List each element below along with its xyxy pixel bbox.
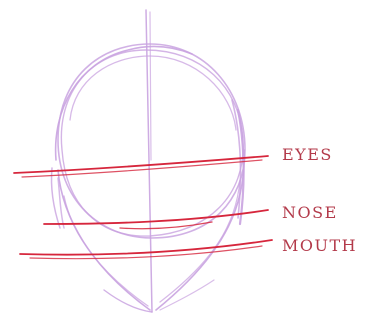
- left-ear-stroke: [58, 178, 64, 228]
- jaw-left-2: [64, 196, 148, 306]
- mouth-guide-line: [20, 240, 272, 255]
- nose-label: NOSE: [282, 205, 338, 221]
- eyes-guide-line: [14, 156, 268, 173]
- jaw-right: [156, 150, 244, 310]
- eyes-label: EYES: [282, 147, 333, 163]
- head-outline-left: [56, 47, 192, 160]
- center-line: [146, 10, 152, 312]
- center-line-2: [150, 12, 151, 160]
- mouth-label: MOUTH: [282, 238, 357, 254]
- cranium-circle-2: [61, 50, 243, 236]
